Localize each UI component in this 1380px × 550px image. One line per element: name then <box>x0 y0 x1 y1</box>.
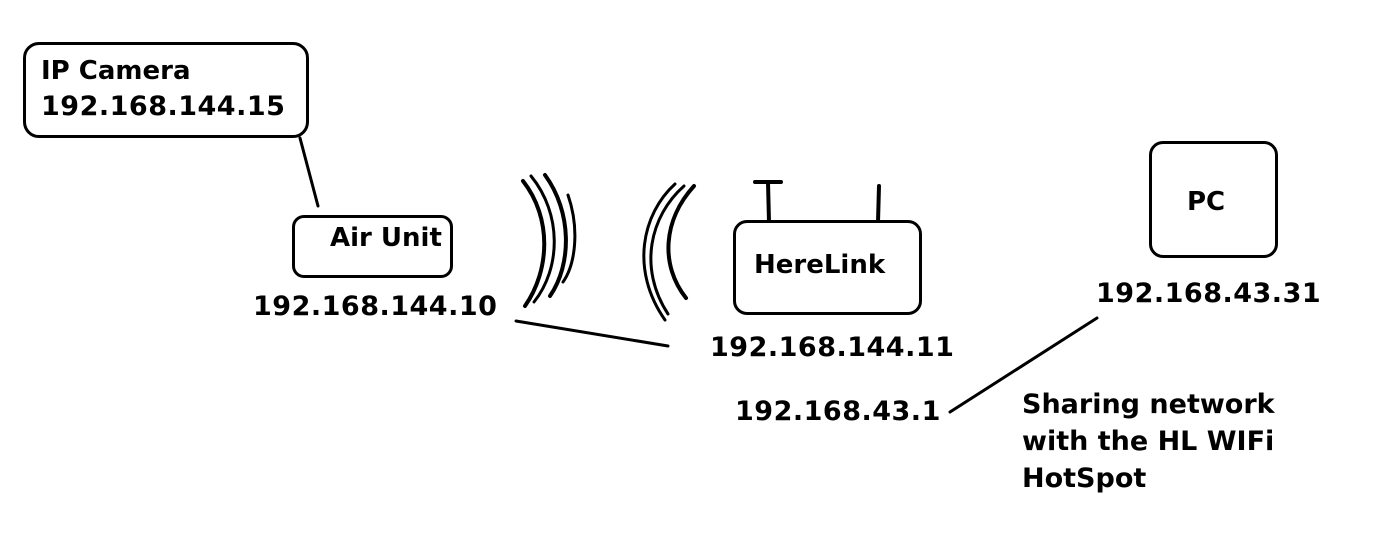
camera-node <box>23 42 309 138</box>
pc-ip: 192.168.43.31 <box>1096 278 1322 309</box>
pc-node <box>1149 141 1278 258</box>
camera-air-link <box>298 136 320 208</box>
camera-label: IP Camera <box>41 56 191 86</box>
air-unit-label: Air Unit <box>330 223 442 253</box>
herelink-antenna-icon <box>753 180 881 224</box>
herelink-ip-wifi: 192.168.43.1 <box>735 396 941 427</box>
pc-label: PC <box>1187 187 1226 217</box>
air-herelink-link <box>514 319 670 348</box>
herelink-radio-waves-icon <box>642 182 696 322</box>
air-radio-waves-icon <box>521 173 577 308</box>
sharing-note: Sharing network with the HL WIFi HotSpot <box>1022 389 1275 494</box>
camera-ip: 192.168.144.15 <box>41 91 286 122</box>
air-unit-ip: 192.168.144.10 <box>253 291 498 322</box>
air-unit-node <box>292 215 453 278</box>
herelink-node <box>733 220 922 315</box>
herelink-label: HereLink <box>754 250 886 280</box>
herelink-pc-link <box>948 316 1099 414</box>
herelink-ip-air: 192.168.144.11 <box>710 332 955 363</box>
